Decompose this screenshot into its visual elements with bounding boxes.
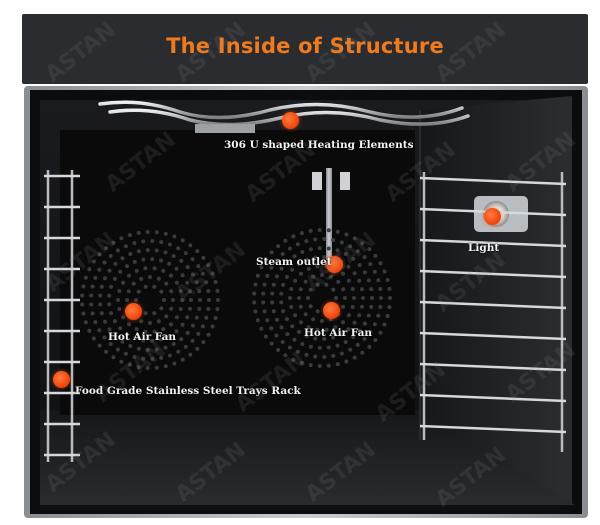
title-banner: [22, 14, 588, 84]
light-label: Light: [468, 242, 500, 254]
diagram-title: The Inside of Structure: [166, 34, 444, 58]
hot-air-fan-left-label: Hot Air Fan: [108, 331, 177, 343]
heating-elements-marker: [282, 112, 299, 129]
hot-air-fan-right-marker: [323, 302, 340, 319]
hot-air-fan-left-marker: [125, 303, 142, 320]
trays-rack-marker: [53, 371, 70, 388]
steam-outlet-label: Steam outlet: [256, 256, 332, 268]
steam-outlet-marker: [326, 256, 343, 273]
light-marker: [484, 208, 501, 225]
heating-elements-label: 306 U shaped Heating Elements: [224, 139, 414, 151]
trays-rack-label: Food Grade Stainless Steel Trays Rack: [75, 385, 301, 397]
hot-air-fan-right-label: Hot Air Fan: [304, 327, 373, 339]
